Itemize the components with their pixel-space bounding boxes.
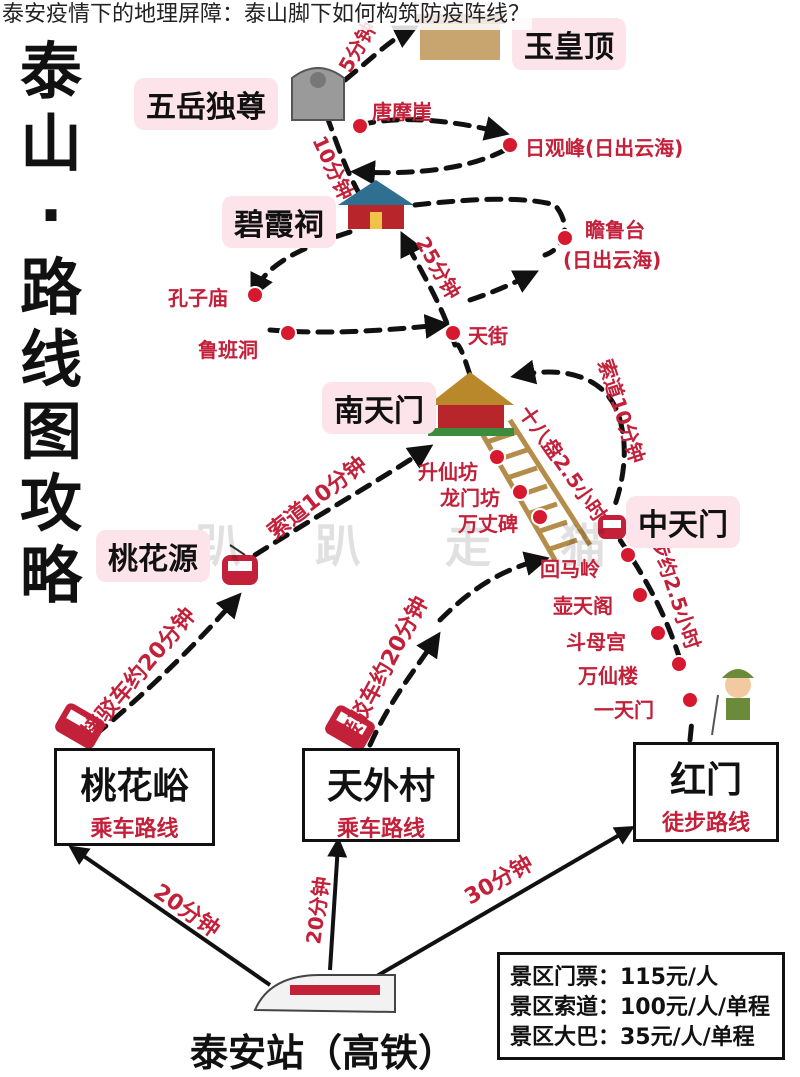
spot-shengxianfang: 升仙坊 (418, 460, 478, 484)
route-nantian-tianjie (455, 342, 473, 378)
dot-huimaling (619, 546, 637, 564)
route-tianjie-zhanlu (467, 270, 539, 303)
spot-longmenfang: 龙门坊 (440, 486, 500, 510)
route-bixia-kongzi (250, 229, 353, 299)
price-bus: 景区大巴：35元/人/单程 (510, 1025, 755, 1050)
page-caption: 泰安疫情下的地理屏障：泰山脚下如何构筑防疫阵线？ (0, 0, 533, 30)
spot-zhanlutai-1: 瞻鲁台 (585, 218, 645, 242)
gate-icon (428, 372, 514, 436)
dot-lubandong (279, 324, 297, 342)
dot-longmenfang (511, 483, 529, 501)
spot-tianjie: 天街 (468, 324, 508, 348)
spot-dots (246, 117, 699, 709)
spot-wanzhangbei: 万丈碑 (458, 512, 518, 536)
route-suodao-right (510, 359, 627, 508)
spot-wanxianlou: 万仙楼 (578, 664, 638, 688)
dot-riguanfeng (501, 136, 519, 154)
stone-tablet-icon (291, 67, 345, 121)
peak-bixia: 碧霞祠 (222, 196, 336, 248)
station-label: 泰安站（高铁） (190, 1031, 457, 1075)
route-shuttle-mid (367, 631, 441, 748)
price-ticket: 景区门票：115元/人 (510, 965, 718, 990)
route-shuttle-left (92, 592, 242, 738)
bus-icon-left (55, 703, 105, 749)
label-to-mid: 20分钟 (301, 875, 334, 946)
label-shuttle-left: 接驳车约20分钟 (77, 603, 201, 744)
label-shiba-pan: 十八盘2.5小时 (514, 401, 611, 526)
spot-hutiange: 壶天阁 (553, 594, 613, 618)
label-min10: 10分钟 (307, 132, 357, 204)
dot-tangmoya (351, 117, 369, 135)
cable-car-icon-left (222, 544, 258, 585)
arrow-to-taohuayu (68, 845, 272, 987)
entrance-name: 桃花峪 (80, 766, 189, 807)
train-icon (253, 974, 396, 1014)
station-routes (68, 825, 635, 987)
label-to-right: 30分钟 (460, 850, 538, 910)
dot-doumugong (649, 624, 667, 642)
temple-icon (338, 180, 414, 229)
dot-wanxianlou (670, 655, 688, 673)
dot-wanzhangbei (531, 508, 549, 526)
peak-wuyue: 五岳独尊 (134, 78, 278, 130)
spot-huimaling: 回马岭 (540, 557, 600, 581)
route-luban-tianjie (267, 314, 450, 339)
route-tangmoya-riguan (357, 116, 510, 141)
route-suodao-left (252, 444, 434, 558)
spot-zhanlutai-2: (日出云海) (563, 248, 662, 272)
route-walk-start (687, 717, 695, 743)
cable-car-icon-right (598, 515, 626, 539)
price-box: 景区门票：115元/人 景区索道：100元/人/单程 景区大巴：35元/人/单程 (497, 952, 785, 1060)
entrance-hongmen: 红门 徒步路线 (633, 742, 779, 842)
entrance-name: 红门 (669, 760, 742, 801)
spot-riguanfeng: 日观峰(日出云海) (525, 136, 684, 160)
dot-shengxianfang (488, 448, 506, 466)
entrance-name: 天外村 (326, 766, 435, 807)
bus-icon-mid (325, 705, 375, 751)
map-title: 泰山·路线图攻略 (19, 35, 82, 612)
route-riguan-bixia (350, 147, 508, 186)
price-cable: 景区索道：100元/人/单程 (510, 995, 770, 1020)
watermark-3: 走 (445, 519, 491, 573)
dot-kongzimiao (246, 286, 264, 304)
peak-nantianmen: 南天门 (322, 382, 436, 434)
route-wuyue-yuhuang (342, 25, 419, 83)
watermark-2: 趴 (315, 519, 361, 573)
entrance-route: 乘车路线 (336, 817, 425, 842)
label-shuttle-mid: 接驳车约20分钟 (334, 592, 433, 748)
entrance-tianwaicun: 天外村 乘车路线 (302, 748, 460, 842)
dot-tianjie (444, 324, 462, 342)
spot-kongzimiao: 孔子庙 (168, 286, 228, 310)
entrance-taohuayu: 桃花峪 乘车路线 (54, 748, 215, 846)
dot-yitianmen (681, 691, 699, 709)
peak-zhongtianmen: 中天门 (626, 496, 740, 548)
hiker-icon (711, 669, 754, 736)
arrow-to-tianwaicun (327, 837, 348, 971)
entrance-route: 徒步路线 (661, 811, 750, 836)
peak-taohuayuan: 桃花源 (96, 530, 210, 582)
dot-hutiange (631, 586, 649, 604)
spot-doumugong: 斗母宫 (566, 630, 626, 654)
label-suodao-right: 索道10分钟 (593, 356, 649, 466)
route-mid-up (437, 551, 550, 623)
spot-tangmoya: 唐摩崖 (372, 100, 432, 124)
dot-zhanlutai (556, 229, 574, 247)
arrow-to-hongmen (368, 825, 635, 982)
spot-lubandong: 鲁班洞 (198, 338, 258, 362)
entrance-route: 乘车路线 (90, 817, 179, 842)
spot-yitianmen: 一天门 (594, 698, 654, 722)
watermark-4: 猫 (560, 519, 606, 573)
